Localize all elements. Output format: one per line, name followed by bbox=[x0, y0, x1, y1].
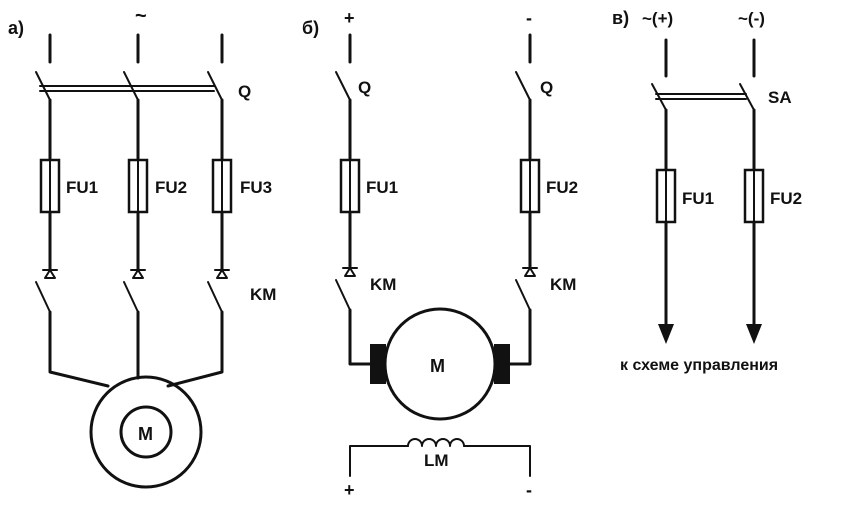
motor-a-outer bbox=[89, 375, 203, 489]
field-minus: - bbox=[526, 480, 532, 500]
switch-q-label: Q bbox=[238, 82, 251, 101]
switch-q-right-label: Q bbox=[540, 78, 553, 97]
field-winding-lm bbox=[349, 438, 531, 477]
panel-a-three-phase: а) ~ Q FU1 FU2 FU3 bbox=[8, 5, 276, 489]
contactor-km-b-left bbox=[335, 279, 351, 311]
fuse-fu2-c-label: FU2 bbox=[770, 189, 802, 208]
fuse-fu2-b-label: FU2 bbox=[546, 178, 578, 197]
panel-c-left-supply: ~(+) bbox=[642, 9, 673, 28]
panel-a-ac-label: ~ bbox=[135, 5, 147, 27]
switch-q-three-pole bbox=[35, 71, 223, 101]
fuse-fu2-a-label: FU2 bbox=[155, 178, 187, 197]
contactor-km-b-right-label: KM bbox=[550, 275, 576, 294]
field-plus: + bbox=[344, 480, 355, 500]
brush-left bbox=[370, 344, 386, 384]
switch-q-left bbox=[335, 71, 351, 101]
panel-b-dc-motor: б) + - Q Q FU1 FU2 KM KM bbox=[302, 8, 578, 500]
panel-b-minus: - bbox=[526, 8, 532, 28]
panel-c-tag: в) bbox=[612, 8, 629, 28]
arrow-down-icon bbox=[746, 324, 762, 344]
contactor-km-b-right bbox=[515, 279, 531, 311]
panel-c-right-supply: ~(-) bbox=[738, 9, 765, 28]
panel-b-tag: б) bbox=[302, 18, 319, 38]
control-circuit-caption: к схеме управления bbox=[620, 357, 778, 374]
contactor-km-b-left-label: KM bbox=[370, 275, 396, 294]
switch-sa-label: SA bbox=[768, 88, 792, 107]
contactor-km-a-label: KM bbox=[250, 285, 276, 304]
field-lm-label: LM bbox=[424, 451, 449, 470]
brush-right bbox=[494, 344, 510, 384]
switch-q-left-label: Q bbox=[358, 78, 371, 97]
fuse-fu1-a-label: FU1 bbox=[66, 178, 98, 197]
panel-c-control-supply: в) ~(+) ~(-) SA FU1 FU2 к схеме управлен… bbox=[612, 8, 802, 374]
switch-sa bbox=[651, 83, 755, 111]
panel-a-tag: а) bbox=[8, 18, 24, 38]
fuse-fu1-c-label: FU1 bbox=[682, 189, 714, 208]
motor-a-label: M bbox=[138, 424, 153, 444]
fuse-fu3-a-label: FU3 bbox=[240, 178, 272, 197]
motor-a-inner bbox=[119, 405, 173, 459]
contactor-km-a bbox=[35, 269, 230, 313]
panel-b-plus: + bbox=[344, 8, 355, 28]
fuse-fu1-b-label: FU1 bbox=[366, 178, 398, 197]
arrow-down-icon bbox=[658, 324, 674, 344]
switch-q-right bbox=[515, 71, 531, 101]
motor-b-label: M bbox=[430, 356, 445, 376]
